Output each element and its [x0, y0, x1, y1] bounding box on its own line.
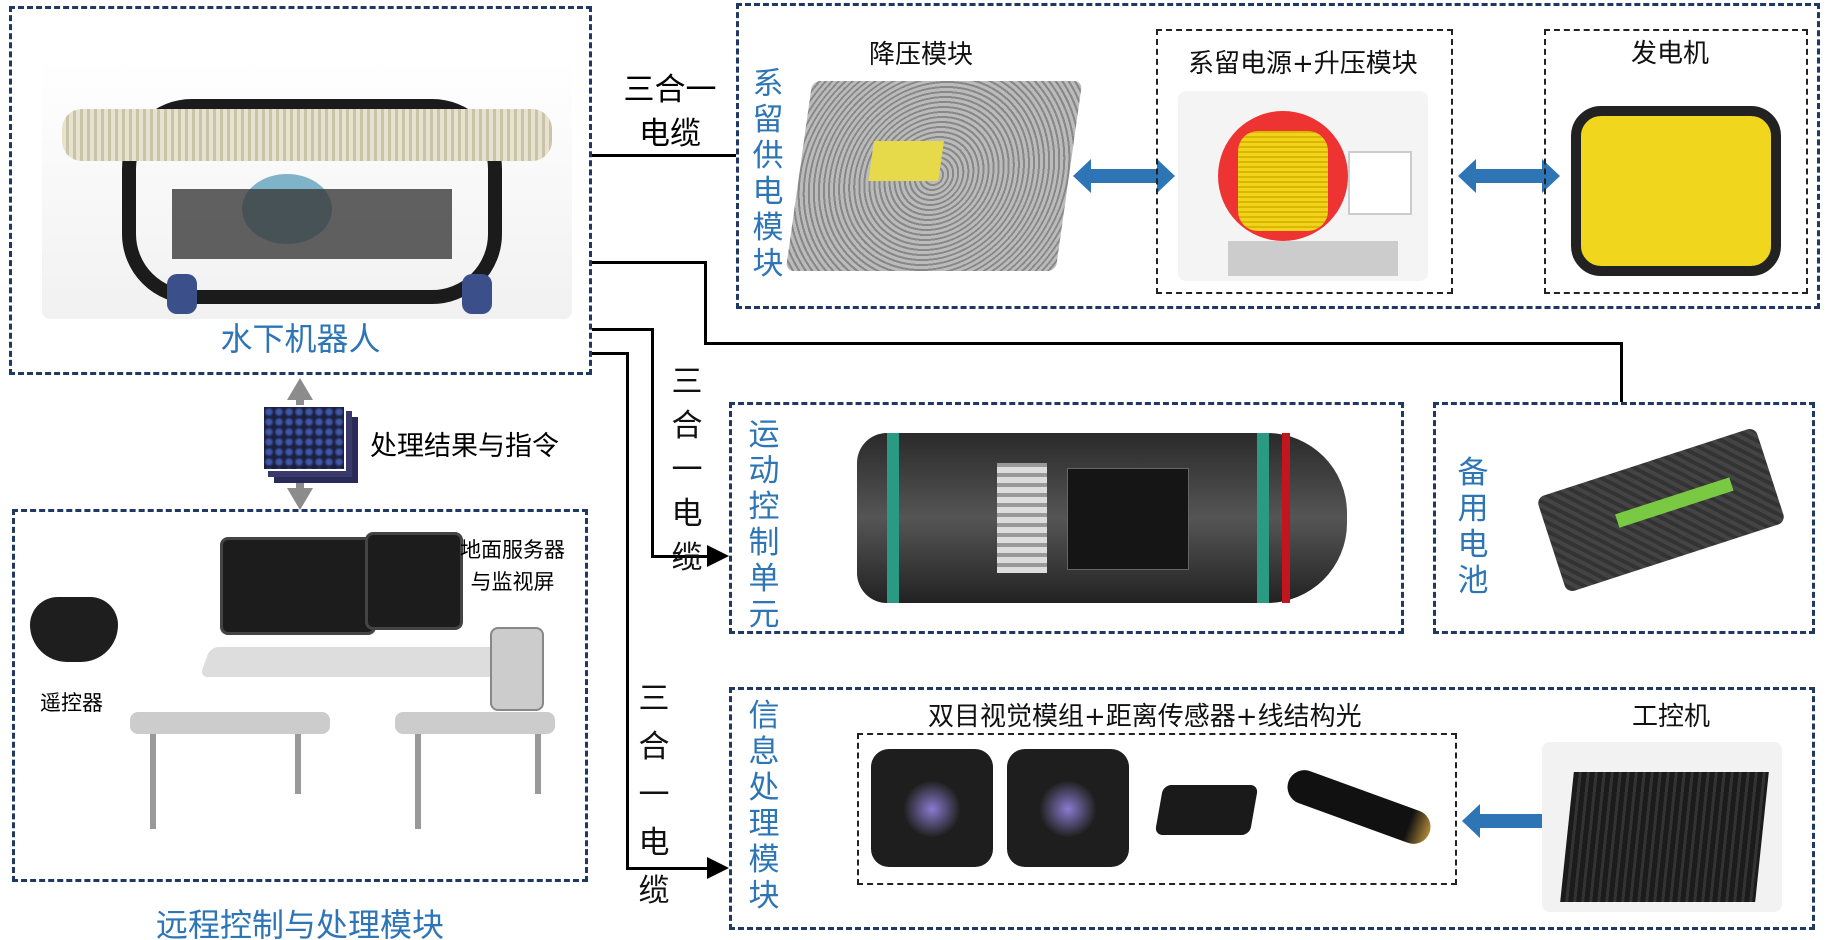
motion-control-box: 运动控制单元 — [729, 402, 1404, 634]
robot-label: 水下机器人 — [220, 320, 381, 358]
server-tower — [490, 627, 544, 711]
cable-label-1: 三合一电缆 — [623, 72, 717, 152]
cable-line — [592, 261, 706, 264]
remote-label: 远程控制与处理模块 — [155, 906, 444, 940]
buck-title: 降压模块 — [869, 40, 974, 70]
info-processing-box: 信息处理模块 双目视觉模组+距离传感器+线结构光 工控机 — [729, 687, 1815, 930]
monitor-left — [220, 537, 376, 635]
sensors-box — [857, 733, 1457, 885]
generator-box: 发电机 — [1544, 29, 1808, 294]
cable-line — [592, 154, 736, 157]
ipc-title: 工控机 — [1632, 702, 1711, 732]
controller-label: 遥控器 — [40, 691, 103, 715]
desk — [199, 647, 531, 677]
double-arrow-icon — [1458, 159, 1560, 193]
distance-sensor-photo — [1154, 785, 1259, 835]
cable-label-3: 三合一电缆 — [638, 681, 670, 909]
stereo-camera-left-photo — [871, 749, 993, 867]
sensors-title: 双目视觉模组+距离传感器+线结构光 — [928, 702, 1362, 732]
generator-photo — [1571, 106, 1781, 276]
arrow-head-icon — [707, 857, 729, 879]
generator-title: 发电机 — [1631, 39, 1710, 69]
tether-power-label: 系留供电模块 — [752, 66, 784, 282]
buck-module-photo — [785, 81, 1083, 271]
point-cloud-icon — [262, 405, 346, 471]
cable-line — [592, 352, 628, 355]
battery-box: 备用电池 — [1433, 402, 1815, 634]
remote-box: 遥控器 地面服务器 与监视屏 — [12, 509, 588, 882]
tether-power-box: 系留供电模块 降压模块 系留电源+升压模块 发电机 — [736, 3, 1820, 309]
arrow-head-icon — [707, 545, 729, 567]
tether-boost-title: 系留电源+升压模块 — [1188, 49, 1418, 79]
link-label: 处理结果与指令 — [370, 431, 559, 462]
motion-control-label: 运动控制单元 — [748, 417, 780, 633]
motion-controller-photo — [857, 433, 1347, 603]
robot-photo — [42, 59, 572, 319]
server-label: 地面服务器 与监视屏 — [460, 538, 565, 594]
battery-photo — [1536, 426, 1786, 594]
stereo-camera-right-photo — [1007, 749, 1129, 867]
bench-left — [130, 712, 330, 734]
tether-boost-box: 系留电源+升压模块 — [1156, 29, 1453, 294]
double-arrow-icon — [1462, 804, 1564, 838]
cable-label-2: 三合一电缆 — [671, 364, 703, 576]
cable-line — [592, 328, 653, 331]
battery-label: 备用电池 — [1457, 455, 1489, 599]
info-processing-label: 信息处理模块 — [748, 698, 780, 914]
gamepad-icon — [30, 597, 118, 662]
tether-reel-photo — [1178, 91, 1428, 281]
double-arrow-icon — [1073, 159, 1175, 193]
robot-box: 水下机器人 — [9, 6, 592, 375]
monitor-right — [365, 532, 463, 630]
industrial-pc-photo — [1542, 742, 1782, 912]
bench-right — [395, 712, 555, 734]
line-laser-photo — [1282, 765, 1436, 849]
